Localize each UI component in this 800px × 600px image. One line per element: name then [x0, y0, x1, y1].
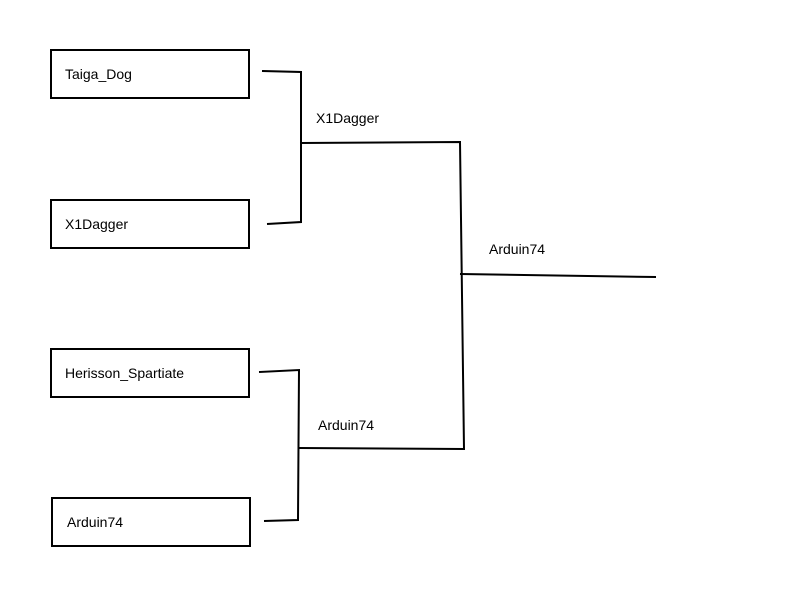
player-box-taiga-dog[interactable]: Taiga_Dog: [50, 49, 250, 99]
player-name: Arduin74: [67, 514, 124, 530]
player-box-arduin74[interactable]: Arduin74: [51, 497, 251, 547]
connector-semifinal: [298, 140, 466, 451]
player-box-x1dagger[interactable]: X1Dagger: [50, 199, 250, 249]
player-name: Taiga_Dog: [65, 66, 132, 82]
connector-match2: [258, 368, 301, 523]
connector-final: [459, 272, 657, 279]
player-name: X1Dagger: [65, 216, 129, 232]
player-box-herisson-spartiate[interactable]: Herisson_Spartiate: [50, 348, 250, 398]
match2-winner-label: Arduin74: [318, 417, 375, 433]
final-winner-label: Arduin74: [489, 241, 546, 257]
connector-match1: [261, 69, 302, 226]
player-name: Herisson_Spartiate: [65, 365, 185, 381]
match1-winner-label: X1Dagger: [316, 110, 380, 126]
